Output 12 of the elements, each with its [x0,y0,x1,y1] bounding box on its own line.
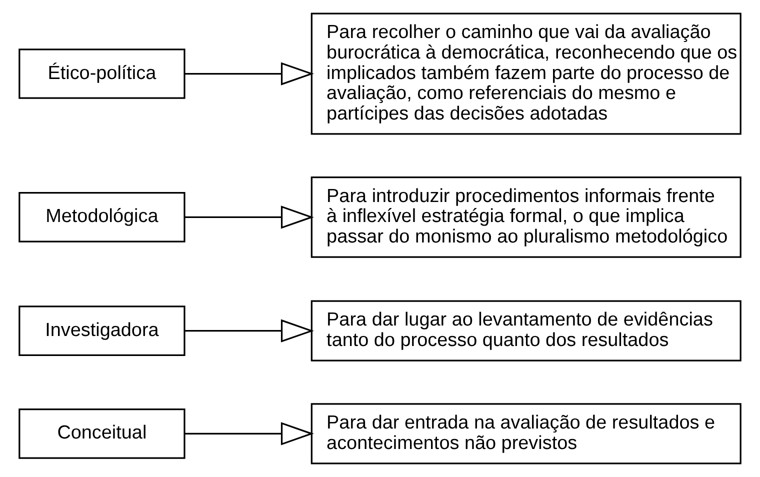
node-box: Ético-política [18,48,186,99]
node-box: Para dar entrada na avaliação de resultados e acontecimentos não previstos [310,403,742,464]
node-box: Conceitual [18,408,186,459]
arrow [184,319,314,342]
node-box: Metodológica [18,192,186,242]
node-box: Para introduzir procedimentos informais frente à inflexível estratégia formal, o que implica passar do monismo ao pluralismo metodológico [310,176,742,258]
arrow [184,206,314,229]
node-box: Para dar lugar ao levantamento de evidências tanto do processo quanto dos resultados [310,300,742,362]
node-box: Investigadora [18,306,186,356]
node-box: Para recolher o caminho que vai da avaliação burocrática à democrática, reconhecendo que os implicados também fazem parte do processo de avaliação, como referenciais do mesmo e partícipes das decisões adotadas [310,12,742,135]
arrow [184,422,314,446]
arrow [184,62,314,86]
